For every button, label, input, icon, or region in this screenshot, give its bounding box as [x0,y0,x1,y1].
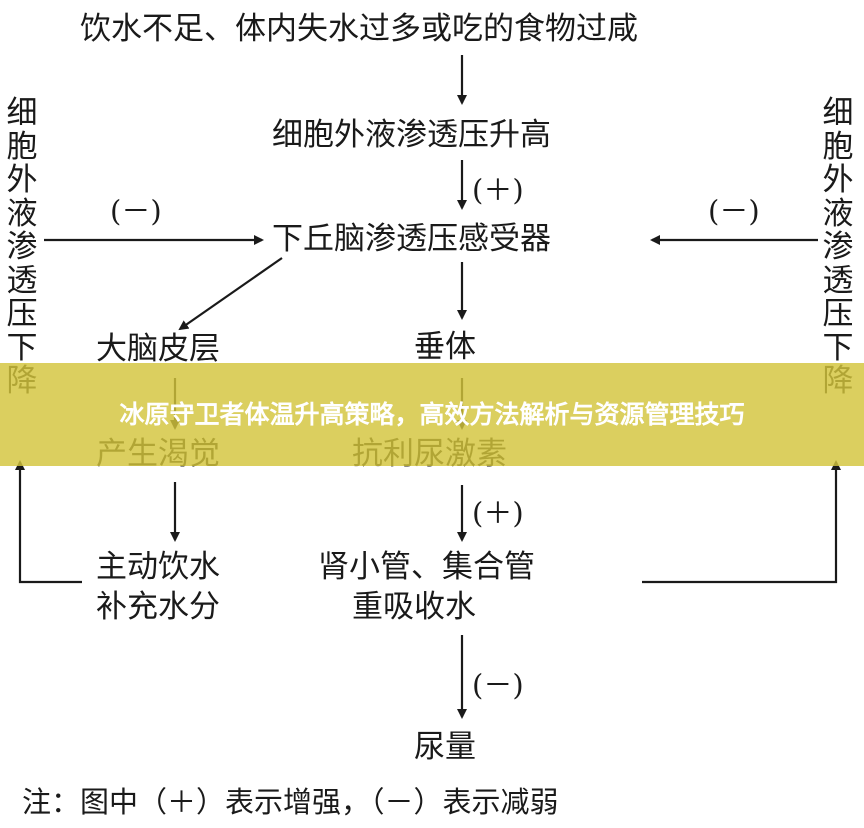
arrow-drink-to-left-side [15,460,82,584]
side-label-left: 细胞外液渗透压下降 [6,95,38,397]
node-tubule-line-2: 重吸收水 [352,589,476,625]
node-hypothalamus-receptor: 下丘脑渗透压感受器 [272,221,551,257]
footnote: 注：图中（＋）表示增强，（－）表示减弱 [22,785,559,819]
sign-plus-tubule: (＋) [472,496,524,530]
node-drink-line-2: 补充水分 [96,589,220,625]
sign-minus-right: (－) [708,194,760,228]
side-label-right: 细胞外液渗透压下降 [822,95,854,397]
arrow-receptor-to-cortex [178,257,283,331]
banner-title: 冰原守卫者体温升高策略，高效方法解析与资源管理技巧 [119,399,745,429]
sign-minus-left: (－) [110,194,162,228]
node-pituitary: 垂体 [414,329,476,365]
node-trigger: 饮水不足、体内失水过多或吃的食物过咸 [80,11,638,47]
node-tubule-line-1: 肾小管、集合管 [318,549,535,585]
node-cerebral-cortex: 大脑皮层 [96,331,220,367]
arrow-tubule-to-right-side [642,460,841,584]
title-banner: 冰原守卫者体温升高策略，高效方法解析与资源管理技巧 [0,363,864,466]
sign-plus-receptor: (＋) [472,173,524,207]
node-osmotic-rise: 细胞外液渗透压升高 [272,117,551,153]
sign-minus-urine: (－) [472,668,524,702]
node-drink-line-1: 主动饮水 [96,549,220,585]
node-urine-volume: 尿量 [414,729,476,765]
